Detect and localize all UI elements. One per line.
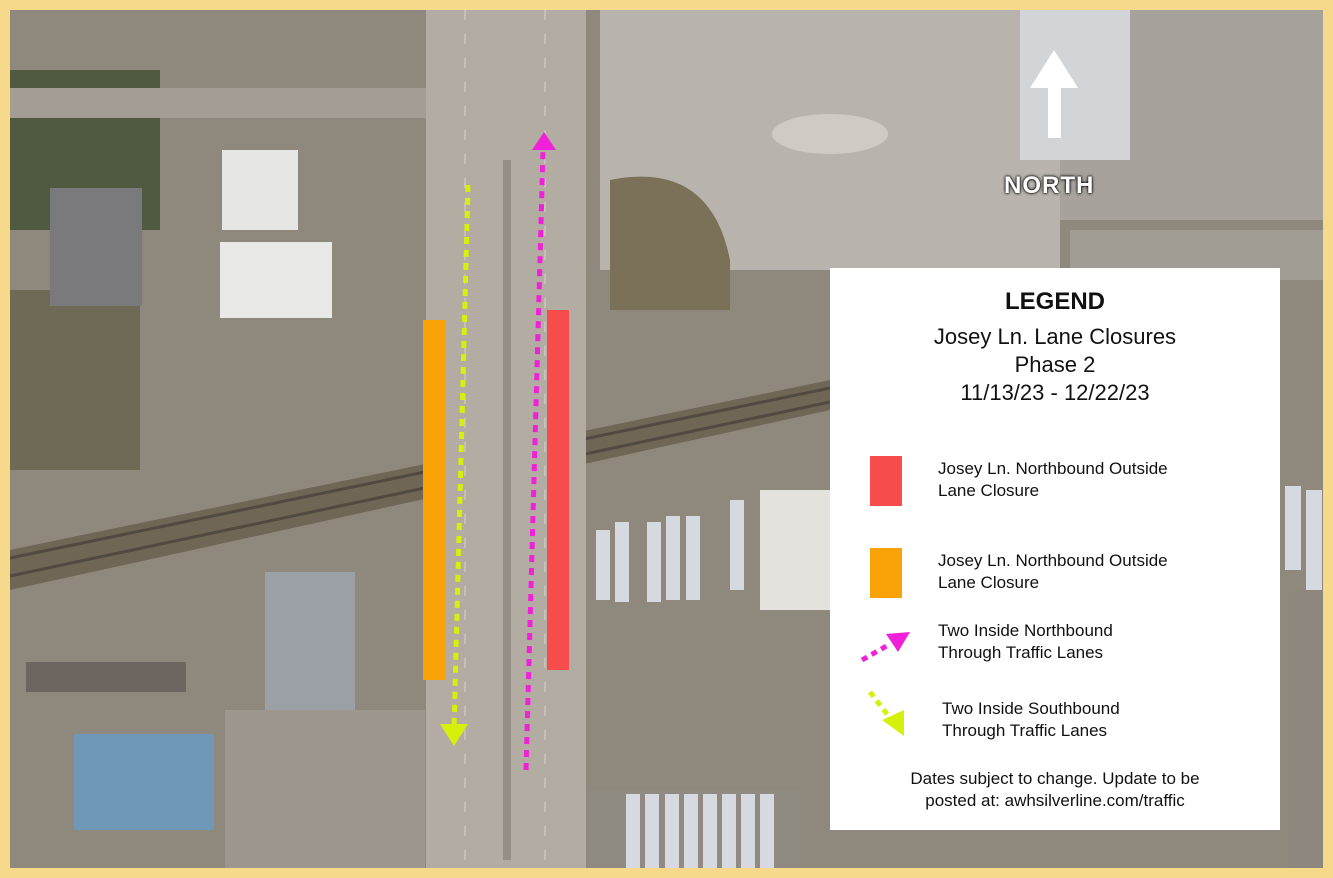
legend-item-yellow: Two Inside Southbound Through Traffic La… <box>942 698 1272 742</box>
dirt-lot <box>610 176 730 310</box>
magenta-arrow-icon <box>860 632 910 663</box>
building-blue-roof <box>74 734 214 830</box>
red-closure-bar <box>547 310 569 670</box>
legend-note-line-2: posted at: awhsilverline.com/traffic <box>925 791 1185 810</box>
legend-item-yellow-label-1: Two Inside Southbound <box>942 699 1120 718</box>
yellow-arrow-icon <box>868 690 904 736</box>
legend-item-orange: Josey Ln. Northbound Outside Lane Closur… <box>938 550 1268 594</box>
orange-closure-bar <box>423 320 445 680</box>
legend-item-orange-label-2: Lane Closure <box>938 573 1040 592</box>
orange-closure-swatch <box>870 548 902 598</box>
legend-dates: 11/13/23 - 12/22/23 <box>960 380 1150 405</box>
legend-item-magenta: Two Inside Northbound Through Traffic La… <box>938 620 1268 664</box>
legend-item-red-label-1: Josey Ln. Northbound Outside <box>938 459 1168 478</box>
brush-area <box>10 290 140 470</box>
legend-note-line-1: Dates subject to change. Update to be <box>910 769 1200 788</box>
median <box>503 160 511 860</box>
cross-street-top <box>10 88 430 118</box>
north-arrow-icon <box>1030 50 1078 138</box>
legend-note: Dates subject to change. Update to be po… <box>830 768 1280 812</box>
legend-panel: LEGEND Josey Ln. Lane Closures Phase 2 1… <box>830 268 1280 830</box>
legend-title: LEGEND <box>1004 288 1105 315</box>
legend-item-orange-label-1: Josey Ln. Northbound Outside <box>938 551 1168 570</box>
legend-item-magenta-label-1: Two Inside Northbound <box>938 621 1113 640</box>
legend-phase: Phase 2 <box>1014 352 1096 377</box>
parking-lot <box>225 710 425 868</box>
legend-item-red-label-2: Lane Closure <box>938 481 1040 500</box>
building <box>222 150 298 230</box>
railroad-corridor <box>10 380 830 590</box>
building <box>220 242 332 318</box>
parking-lot <box>1290 590 1323 868</box>
railroad-track <box>10 400 831 578</box>
north-label: NORTH <box>1004 172 1095 199</box>
building <box>760 490 840 610</box>
magenta-northbound-arrow-head <box>532 132 556 150</box>
legend-item-red: Josey Ln. Northbound Outside Lane Closur… <box>938 458 1268 502</box>
yellow-southbound-arrow-head <box>440 724 468 746</box>
island <box>772 114 888 154</box>
legend-subtitle: Josey Ln. Lane Closures <box>933 324 1177 349</box>
railroad-track <box>10 386 831 560</box>
legend-item-yellow-label-2: Through Traffic Lanes <box>942 721 1108 740</box>
building <box>265 572 355 714</box>
legend-item-magenta-label-2: Through Traffic Lanes <box>938 643 1104 662</box>
building <box>26 662 186 692</box>
red-closure-swatch <box>870 456 902 506</box>
trailer-rows <box>596 486 1322 868</box>
building <box>50 188 142 306</box>
